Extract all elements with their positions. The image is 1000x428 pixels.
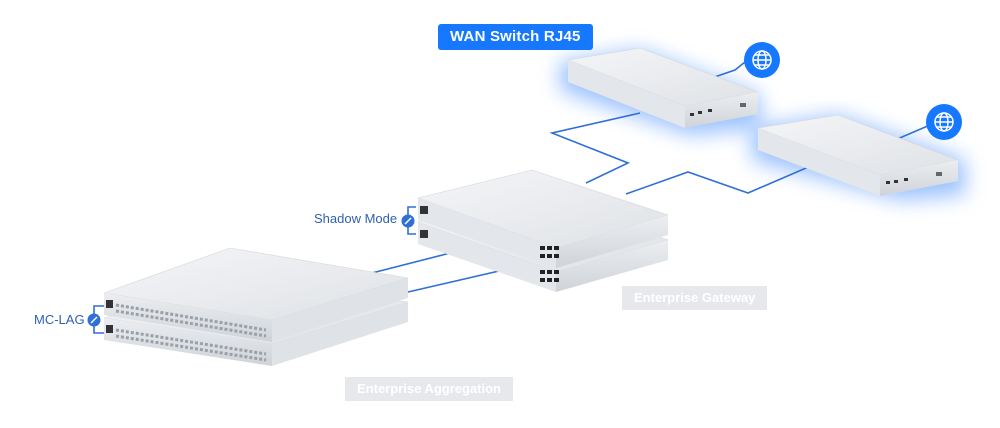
wan-switch-label: WAN Switch RJ45: [438, 24, 593, 50]
enterprise-aggregation-stack: [103, 247, 409, 366]
enterprise-gateway-stack: [416, 169, 670, 292]
enterprise-gateway-label: Enterprise Gateway: [622, 286, 768, 310]
globe-icon: [926, 104, 962, 140]
link-icon: [87, 313, 101, 327]
link-wan2-internet: [894, 124, 931, 141]
shadow-mode-label: Shadow Mode: [314, 211, 398, 226]
wan-switch-2: [756, 114, 960, 196]
link-aggregation-gateway-1: [359, 249, 463, 277]
globe-icon: [744, 42, 780, 78]
link-aggregation-gateway-2: [407, 267, 513, 293]
link-icon: [401, 214, 415, 228]
mc-lag-label: MC-LAG: [34, 312, 85, 327]
enterprise-aggregation-label: Enterprise Aggregation: [345, 377, 513, 401]
wan-switch-1: [566, 47, 760, 128]
link-wan2-gateway: [625, 161, 821, 195]
link-wan1-gateway: [549, 112, 641, 184]
